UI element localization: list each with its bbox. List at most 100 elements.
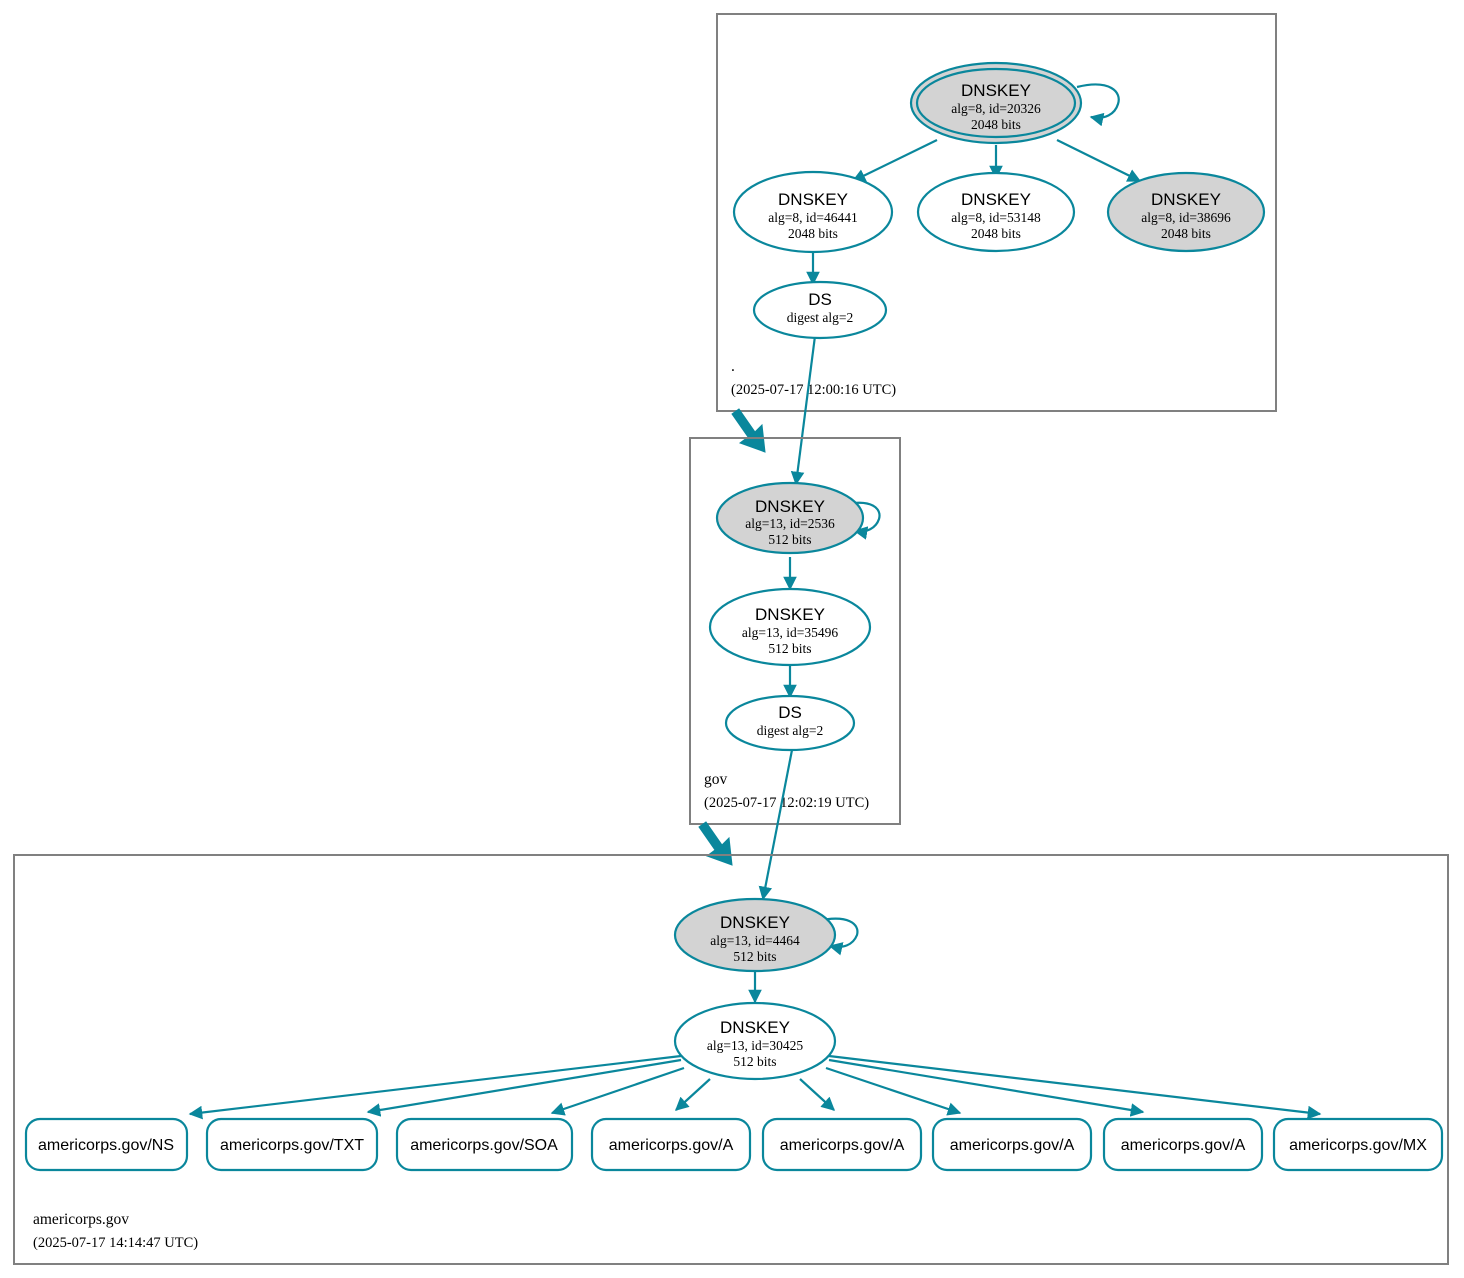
ds-ellipse	[752, 280, 888, 340]
node-title: DNSKEY	[720, 913, 790, 932]
node-keysize: 512 bits	[733, 949, 776, 964]
node-detail: alg=13, id=35496	[742, 625, 838, 640]
node-detail: digest alg=2	[787, 310, 853, 325]
rrset-box	[931, 1117, 1093, 1172]
edge-zsk-to-rr-mx	[828, 1054, 1322, 1120]
rrset-box	[1272, 1117, 1444, 1172]
dnskey-ellipse	[673, 1001, 837, 1081]
zone-timestamp-americorps: (2025-07-17 14:14:47 UTC)	[33, 1235, 198, 1251]
rrset-americorps-gov-soa[interactable]: americorps.gov/SOA	[395, 1117, 574, 1172]
zone-label-americorps: americorps.gov	[33, 1211, 129, 1228]
edge-self-sign-americorps-ksk	[816, 917, 859, 956]
node-gov-zsk-35496[interactable]: DNSKEY alg=13, id=35496 512 bits	[708, 587, 872, 667]
node-americorps-zsk-30425[interactable]: DNSKEY alg=13, id=30425 512 bits	[673, 1001, 837, 1081]
zone-border-root	[716, 13, 1277, 412]
delegation-arrow-gov-to-americorps	[698, 821, 733, 866]
node-root-zsk-38696[interactable]: DNSKEY alg=8, id=38696 2048 bits	[1106, 171, 1266, 253]
node-keysize: 2048 bits	[1161, 226, 1211, 241]
node-detail: alg=13, id=2536	[745, 516, 835, 531]
zone-cluster-root: . (2025-07-17 12:00:16 UTC)	[716, 13, 1277, 412]
zone-timestamp-gov: (2025-07-17 12:02:19 UTC)	[704, 795, 869, 811]
dnskey-ellipse	[715, 481, 865, 555]
rrset-box	[590, 1117, 752, 1172]
zone-label-root: .	[731, 358, 735, 375]
rrset-americorps-gov-a-2[interactable]: americorps.gov/A	[761, 1117, 923, 1172]
ds-ellipse	[724, 694, 856, 752]
edge-self-sign-root-ksk	[1076, 83, 1120, 127]
node-title: DNSKEY	[755, 605, 825, 624]
zone-timestamp-root: (2025-07-17 12:00:16 UTC)	[731, 382, 896, 398]
rrset-label: americorps.gov/A	[780, 1137, 905, 1154]
dnskey-ellipse	[916, 171, 1076, 253]
node-keysize: 2048 bits	[788, 226, 838, 241]
rrset-box	[395, 1117, 574, 1172]
rrset-americorps-gov-a-1[interactable]: americorps.gov/A	[590, 1117, 752, 1172]
edges-americorps	[188, 917, 1322, 1120]
rrset-label: americorps.gov/A	[950, 1137, 1075, 1154]
zone-cluster-gov: gov (2025-07-17 12:02:19 UTC)	[689, 437, 901, 825]
node-title: DNSKEY	[961, 81, 1031, 100]
node-gov-ksk-2536[interactable]: DNSKEY alg=13, id=2536 512 bits	[715, 481, 865, 555]
edge-root-ds-to-gov-dnskey	[790, 335, 817, 486]
edge-zsk-to-rr-txt	[366, 1058, 682, 1117]
node-root-ksk-20326[interactable]: DNSKEY alg=8, id=20326 2048 bits	[909, 61, 1083, 145]
rrset-box	[761, 1117, 923, 1172]
node-root-zsk-53148[interactable]: DNSKEY alg=8, id=53148 2048 bits	[916, 171, 1076, 253]
edge-root-ksk-to-zsk46441	[851, 139, 938, 182]
rrset-box	[205, 1117, 379, 1172]
node-americorps-ksk-4464[interactable]: DNSKEY alg=13, id=4464 512 bits	[673, 897, 837, 973]
node-keysize: 512 bits	[733, 1054, 776, 1069]
node-title: DNSKEY	[778, 190, 848, 209]
node-title: DNSKEY	[961, 190, 1031, 209]
thick-arrow-shape	[731, 408, 766, 453]
rrset-americorps-gov-ns[interactable]: americorps.gov/NS	[24, 1117, 189, 1172]
rrset-americorps-gov-mx[interactable]: americorps.gov/MX	[1272, 1117, 1444, 1172]
node-title: DNSKEY	[755, 497, 825, 516]
dnskey-ellipse	[708, 587, 872, 667]
edge-self-sign-gov-ksk	[842, 501, 881, 540]
zone-border-gov	[689, 437, 901, 825]
rrset-americorps-gov-a-3[interactable]: americorps.gov/A	[931, 1117, 1093, 1172]
node-keysize: 2048 bits	[971, 226, 1021, 241]
edge-root-ksk-to-zsk38696	[1056, 139, 1142, 182]
thick-arrow-shape	[698, 821, 733, 866]
dnskey-ellipse	[1106, 171, 1266, 253]
rrset-americorps-gov-a-4[interactable]: americorps.gov/A	[1102, 1117, 1264, 1172]
rrset-label: americorps.gov/TXT	[220, 1137, 364, 1154]
rrset-label: americorps.gov/SOA	[410, 1137, 558, 1154]
dnskey-ellipse	[732, 170, 894, 254]
node-title: DS	[778, 703, 802, 722]
zone-cluster-americorps: americorps.gov (2025-07-17 14:14:47 UTC)	[13, 854, 1449, 1265]
rrset-label: americorps.gov/A	[609, 1137, 734, 1154]
edge-zsk-to-rr-a1	[674, 1078, 711, 1111]
rrset-label: americorps.gov/NS	[38, 1137, 174, 1154]
rrset-label: americorps.gov/A	[1121, 1137, 1246, 1154]
rrset-americorps-gov-txt[interactable]: americorps.gov/TXT	[205, 1117, 379, 1172]
edges-gov	[758, 501, 881, 901]
rrset-box	[24, 1117, 189, 1172]
node-root-ds[interactable]: DS digest alg=2	[752, 280, 888, 340]
node-root-zsk-46441[interactable]: DNSKEY alg=8, id=46441 2048 bits	[732, 170, 894, 254]
node-detail: alg=8, id=38696	[1141, 210, 1231, 225]
dnskey-ellipse	[673, 897, 837, 973]
zone-border-americorps	[13, 854, 1449, 1265]
edge-zsk-to-rr-a4	[828, 1058, 1145, 1117]
rrset-label: americorps.gov/MX	[1289, 1137, 1427, 1154]
dnskey-ellipse-inner-trust-anchor	[915, 67, 1077, 139]
node-detail: alg=8, id=53148	[951, 210, 1041, 225]
node-detail: alg=13, id=30425	[707, 1038, 803, 1053]
node-keysize: 512 bits	[768, 532, 811, 547]
node-gov-ds[interactable]: DS digest alg=2	[724, 694, 856, 752]
node-detail: alg=8, id=20326	[951, 101, 1041, 116]
node-title: DNSKEY	[1151, 190, 1221, 209]
edge-gov-ds-to-americorps-dnskey	[758, 749, 794, 901]
node-title: DNSKEY	[720, 1018, 790, 1037]
node-keysize: 512 bits	[768, 641, 811, 656]
edge-zsk-to-rr-soa	[550, 1066, 685, 1116]
rrset-box	[1102, 1117, 1264, 1172]
node-detail: alg=8, id=46441	[768, 210, 857, 225]
edge-zsk-to-rr-a2	[799, 1078, 836, 1111]
node-title: DS	[808, 290, 832, 309]
edge-zsk-to-rr-ns	[188, 1054, 682, 1120]
